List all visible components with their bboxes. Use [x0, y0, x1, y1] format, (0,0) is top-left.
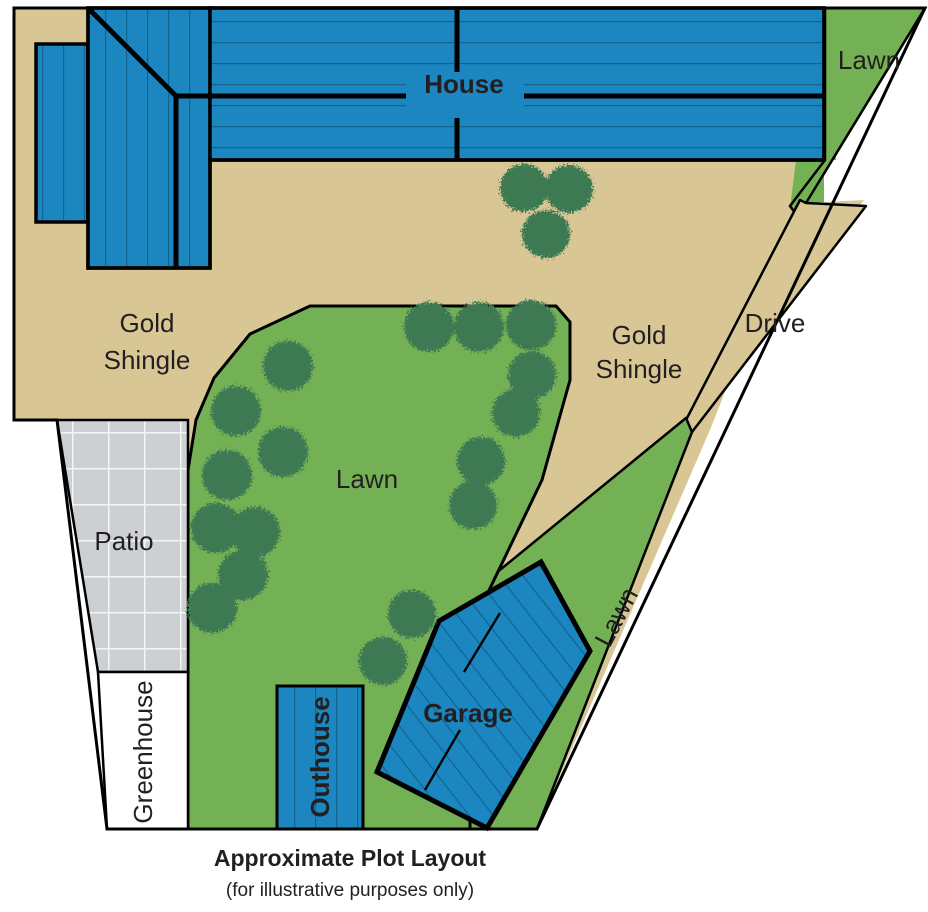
tree — [449, 481, 497, 529]
gold-shingle-center-label-line1: Gold — [612, 320, 667, 350]
caption-subtitle: (for illustrative purposes only) — [226, 880, 474, 901]
tree — [359, 637, 407, 685]
tree — [202, 450, 252, 500]
tree — [191, 503, 241, 553]
tree — [187, 583, 237, 633]
tree — [388, 590, 436, 638]
tree — [263, 341, 313, 391]
tree — [522, 210, 570, 258]
caption-title: Approximate Plot Layout — [214, 845, 487, 871]
garage-label: Garage — [423, 698, 513, 728]
tree — [457, 437, 505, 485]
tree — [508, 351, 556, 399]
drive-label: Drive — [745, 308, 806, 338]
tree — [545, 165, 593, 213]
gold-shingle-left-label-line1: Gold — [120, 308, 175, 338]
gold-shingle-left-label-line2: Shingle — [104, 345, 191, 375]
tree — [230, 507, 280, 557]
lawn-top-right-label: Lawn — [838, 45, 900, 75]
tree-cluster — [187, 164, 593, 685]
tree — [211, 386, 261, 436]
tree — [404, 302, 454, 352]
greenhouse-label: Greenhouse — [128, 680, 158, 823]
tree — [506, 300, 556, 350]
house-label-group: House — [406, 69, 524, 118]
tree — [500, 164, 548, 212]
tree — [218, 550, 268, 600]
house-label: House — [424, 69, 503, 99]
garage-building — [373, 558, 593, 832]
outhouse-label: Outhouse — [305, 696, 335, 817]
outhouse-building — [275, 684, 365, 831]
tree — [258, 427, 308, 477]
tree — [454, 302, 504, 352]
plot-boundary — [12, 6, 928, 831]
gold-shingle-center-label-line2: Shingle — [596, 354, 683, 384]
lawn-center-label: Lawn — [336, 464, 398, 494]
tree — [492, 389, 540, 437]
patio-label: Patio — [94, 526, 153, 556]
